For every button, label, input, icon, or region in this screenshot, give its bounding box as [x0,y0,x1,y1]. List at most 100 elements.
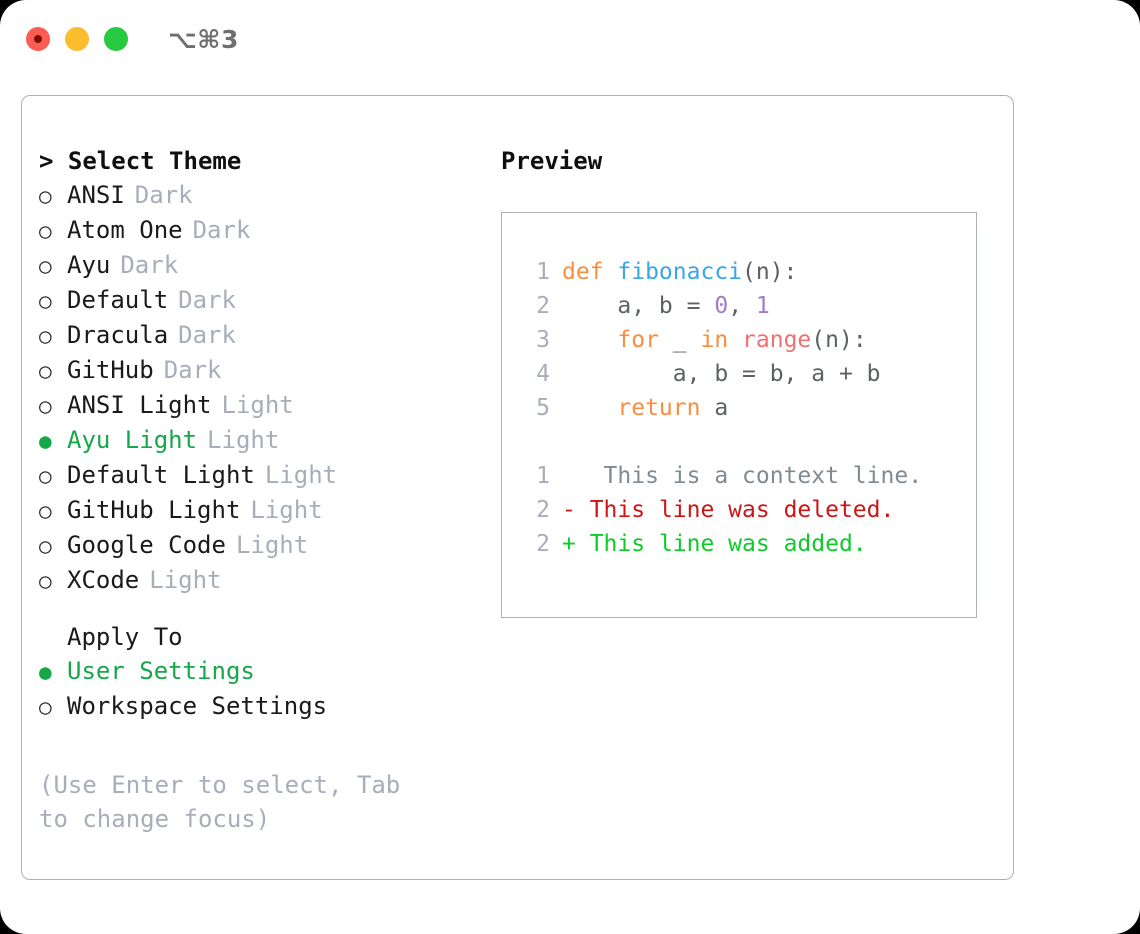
keyboard-hint-text: (Use Enter to select, Tab to change focu… [39,771,415,833]
theme-option-label: Ayu Light [67,426,198,454]
theme-option-label: Default Light [67,461,255,489]
apply-to-heading: Apply To [67,623,183,651]
code-token-fn: fibonacci [617,259,743,285]
diff-line-number: 2 [536,531,550,557]
theme-option-label: XCode [67,566,140,594]
code-token-plain: a, b = [562,293,715,319]
code-line-content: a, b = b, a + b [562,357,881,391]
diff-line: 2 + This line was added. [516,527,976,561]
diff-line-content-ctx: This is a context line. [562,459,923,493]
radio-unselected-icon: ○ [39,254,52,278]
keyboard-shortcut-label: ⌥⌘3 [168,24,239,54]
radio-selected-icon: ● [39,660,52,684]
code-token-plain: , [728,293,756,319]
code-token-plain: a, b = b, a + b [562,361,881,387]
diff-line: 2- This line was deleted. [516,493,976,527]
theme-option-dracula[interactable]: ○ Dracula Dark [39,318,489,353]
apply-to-list: ● User Settings ○Workspace Settings [39,654,489,724]
window-controls [26,27,128,51]
theme-variant-tag: Dark [120,251,179,279]
radio-unselected-icon: ○ [39,324,52,348]
radio-unselected-icon: ○ [39,534,52,558]
theme-option-google-code[interactable]: ○ Google Code Light [39,528,489,563]
theme-option-label: GitHub Light [67,496,241,524]
radio-unselected-icon: ○ [39,359,52,383]
apply-to-option-label: User Settings [67,657,255,685]
code-line-number: 4 [536,361,550,387]
code-token-num: 0 [714,293,729,319]
radio-unselected-icon: ○ [39,394,52,418]
code-token-kw: in [700,327,729,353]
radio-selected-icon: ● [39,429,52,453]
theme-variant-tag: Dark [178,286,236,314]
code-token-punc: (n): [811,327,867,353]
minimize-window-button[interactable] [65,27,89,51]
radio-unselected-icon: ○ [39,499,52,523]
diff-sign: - [562,497,576,523]
theme-option-github-light[interactable]: ○ GitHub Light Light [39,493,489,528]
code-token-plain: a [700,395,729,421]
theme-variant-tag: Light [264,461,338,489]
theme-option-label: ANSI Light [67,391,212,419]
radio-unselected-icon: ○ [39,184,52,208]
diff-line-content-add: + This line was added. [562,527,867,561]
code-token-punc: (n): [742,259,798,285]
preview-heading: Preview [501,147,603,175]
preview-gap [516,425,976,459]
code-token-plain [562,395,617,421]
title-bar: ⌥⌘3 [0,0,1140,78]
diff-sign [562,463,576,489]
radio-unselected-icon: ○ [39,464,52,488]
code-token-plain [562,327,617,353]
theme-variant-tag: Light [149,566,222,594]
theme-variant-tag: Dark [192,216,251,244]
theme-option-label: Default [67,286,169,314]
theme-variant-tag: Light [250,496,323,524]
apply-to-option-user-settings[interactable]: ● User Settings [39,654,489,689]
code-line-content: a, b = 0, 1 [562,289,769,323]
radio-unselected-icon: ○ [39,219,52,243]
theme-option-label: GitHub [67,356,154,384]
theme-option-ansi-light[interactable]: ○ ANSI Light Light [39,388,489,423]
apply-to-option-workspace-settings[interactable]: ○Workspace Settings [39,689,489,724]
theme-variant-tag: Light [235,531,309,559]
code-token-kw: def [562,259,618,285]
code-token-kw: for [617,327,659,353]
theme-option-ayu-light[interactable]: ● Ayu Light Light [39,423,489,458]
theme-variant-tag: Dark [178,321,236,349]
code-line-number: 3 [536,327,550,353]
code-line-content: return a [562,391,728,425]
theme-variant-tag: Light [207,426,280,454]
code-line-content: for _ in range(n): [562,323,867,357]
maximize-window-button[interactable] [104,27,128,51]
code-line: 2 a, b = 0, 1 [516,289,976,323]
theme-option-default-light[interactable]: ○ Default Light Light [39,458,489,493]
diff-sign: + [562,531,576,557]
theme-option-label: Ayu [67,251,111,279]
diff-text: This line was deleted. [575,497,895,523]
theme-option-label: Google Code [67,531,226,559]
code-token-kw: return [617,395,701,421]
code-line-number: 2 [536,293,550,319]
code-line-content: def fibonacci(n): [562,255,797,289]
close-window-button[interactable] [26,27,50,51]
theme-variant-tag: Light [221,391,294,419]
theme-option-ayu[interactable]: ○ Ayu Dark [39,248,489,283]
radio-unselected-icon: ○ [39,695,52,719]
code-token-plain [728,327,742,353]
code-line: 5 return a [516,391,976,425]
theme-option-label: Dracula [67,321,169,349]
select-theme-heading: > Select Theme [39,147,242,175]
